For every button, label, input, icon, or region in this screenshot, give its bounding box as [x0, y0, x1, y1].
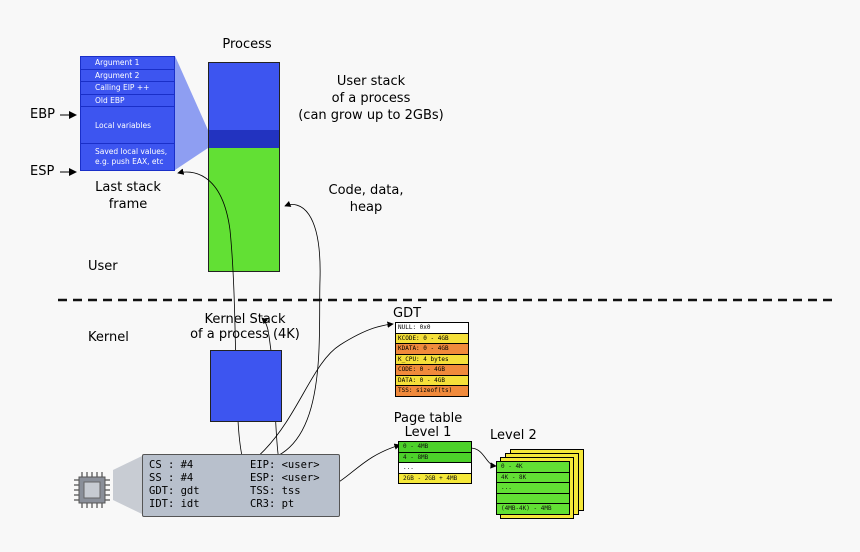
reg-esp: ESP: <user> [250, 472, 320, 484]
frame-caption-line1: Last stack [83, 180, 173, 195]
page-table-row-0: 0 - 4MB [399, 442, 471, 453]
gdt-row-kdata: KDATA: 0 - 4GB [396, 344, 468, 355]
gdt-table: NULL: 0x0 KCODE: 0 - 4GB KDATA: 0 - 4GB … [395, 322, 469, 397]
frame-local-variables: Local variables [81, 107, 174, 144]
level2-row-4: (4MB-4K) - 4MB [497, 504, 569, 515]
gdt-row-kcpu: K_CPU: 4 bytes [396, 355, 468, 366]
reg-cs: CS : #4 [149, 459, 193, 471]
gdt-row-code: CODE: 0 - 4GB [396, 365, 468, 376]
kernel-stack-label-line2: of a process (4K) [180, 327, 310, 342]
esp-label: ESP [30, 164, 54, 179]
level2-row-1: 4K - 8K [497, 473, 569, 484]
reg-idt: IDT: idt [149, 498, 200, 510]
gdt-row-null: NULL: 0x0 [396, 323, 468, 334]
page-table-row-1: 4 - 8MB [399, 453, 471, 464]
reg-gdt: GDT: gdt [149, 485, 200, 497]
stack-frame: Argument 1 Argument 2 Calling EIP ++ Old… [80, 56, 175, 171]
level2-row-3 [497, 494, 569, 505]
level2-row-2: ... [497, 483, 569, 494]
level2-row-0: 0 - 4K [497, 462, 569, 473]
frame-saved-values: Saved local values, e.g. push EAX, etc [81, 144, 174, 167]
gdt-row-data: DATA: 0 - 4GB [396, 376, 468, 387]
ebp-label: EBP [30, 107, 55, 122]
reg-tss: TSS: tss [250, 485, 301, 497]
chip-connector [113, 456, 142, 514]
frame-saved-values-line2: e.g. push EAX, etc [95, 157, 174, 167]
page-table-title-line2: Level 1 [388, 425, 468, 440]
kernel-stack-label-line1: Kernel Stack [190, 312, 300, 327]
frame-argument-1: Argument 1 [81, 57, 174, 70]
level2-table: 0 - 4K 4K - 8K ... (4MB-4K) - 4MB [496, 461, 570, 515]
level2-title: Level 2 [490, 428, 537, 443]
kernel-label: Kernel [88, 330, 129, 345]
reg-eip: EIP: <user> [250, 459, 320, 471]
page-table-row-2: ... [399, 463, 471, 474]
gdt-title: GDT [393, 306, 421, 321]
gdt-row-tss: TSS: sizeof(ts) [396, 386, 468, 397]
frame-calling-eip: Calling EIP ++ [81, 82, 174, 95]
page-table-row-3: 2GB - 2GB + 4MB [399, 474, 471, 485]
reg-cr3: CR3: pt [250, 498, 294, 510]
reg-ss: SS : #4 [149, 472, 193, 484]
page-table-to-level2-arrow [470, 448, 496, 466]
user-label: User [88, 259, 118, 274]
frame-saved-values-line1: Saved local values, [95, 147, 174, 157]
cpu-chip-icon [72, 470, 112, 510]
frame-old-ebp: Old EBP [81, 95, 174, 108]
gdt-row-kcode: KCODE: 0 - 4GB [396, 334, 468, 345]
page-table-level1: 0 - 4MB 4 - 8MB ... 2GB - 2GB + 4MB [398, 441, 472, 484]
frame-caption-line2: frame [83, 197, 173, 212]
stack-frame-projection [175, 56, 208, 170]
kernel-stack [210, 350, 282, 422]
page-table-title-line1: Page table [388, 411, 468, 426]
frame-argument-2: Argument 2 [81, 70, 174, 83]
